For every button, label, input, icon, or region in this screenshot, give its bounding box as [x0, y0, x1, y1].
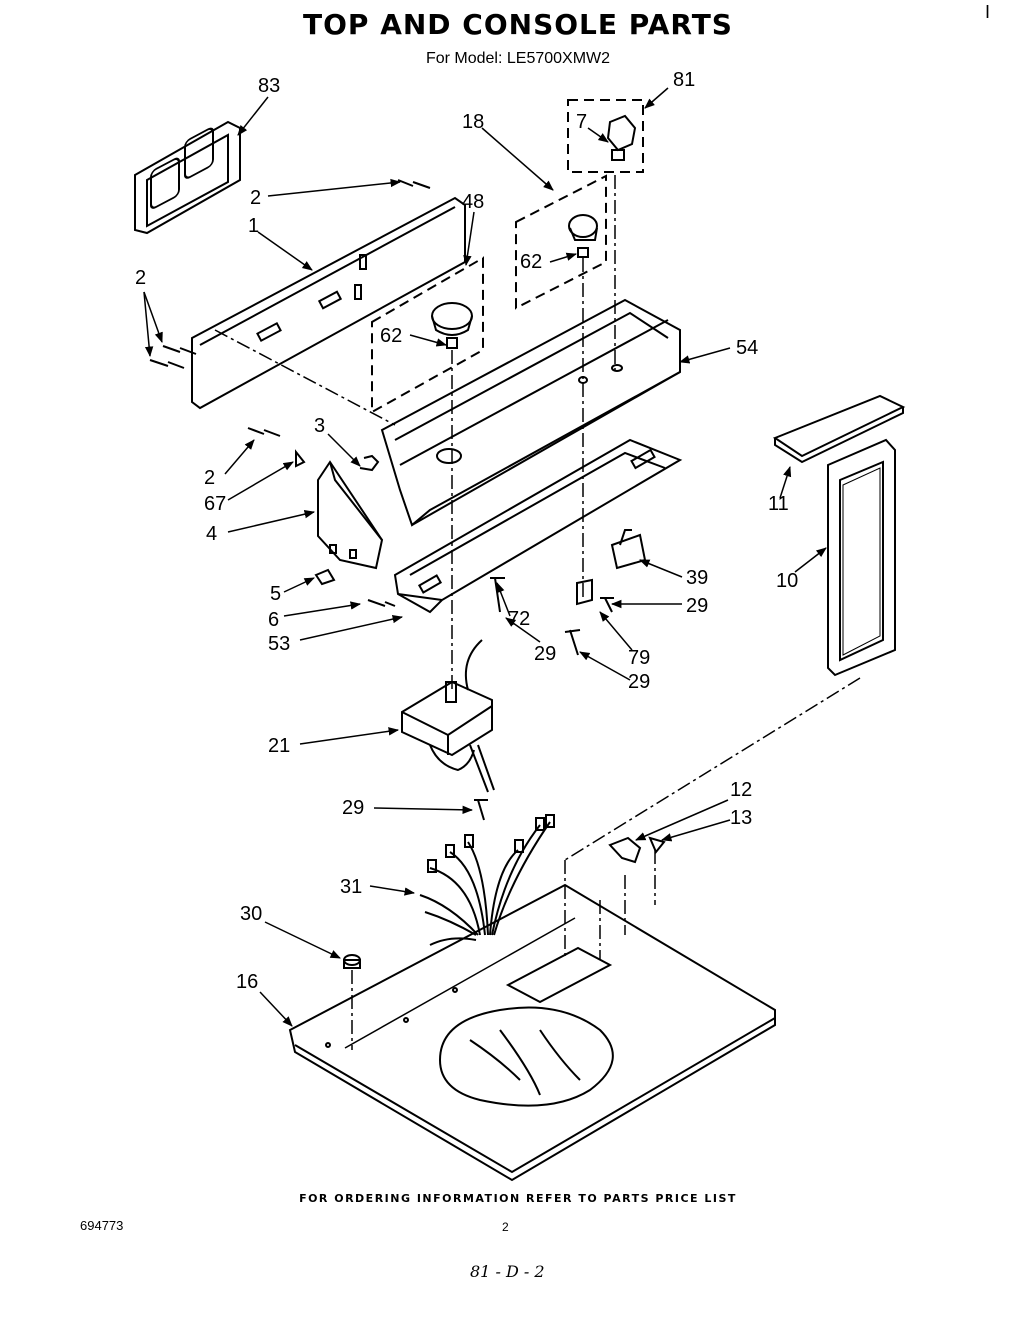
label-83: 83: [258, 75, 280, 97]
label-29-c: 29: [628, 671, 650, 693]
label-39: 39: [686, 567, 708, 589]
part-18-knob-group: [515, 174, 607, 310]
label-21: 21: [268, 735, 290, 757]
part-21-timer: [401, 639, 495, 793]
part-30-grommet: [343, 954, 361, 969]
label-5: 5: [270, 583, 281, 605]
part-1-console-panel: [191, 196, 466, 410]
handwritten-note: 81 - D - 2: [470, 1262, 545, 1281]
part-48-knob-group: [371, 256, 484, 414]
label-31: 31: [340, 876, 362, 898]
screws-and-clips: [149, 179, 614, 821]
model-subtitle: For Model: LE5700XMW2: [425, 50, 611, 67]
label-12: 12: [730, 779, 752, 801]
label-2-top: 2: [250, 187, 261, 209]
part-16-top-panel: [288, 883, 776, 1182]
label-72: 72: [508, 608, 530, 630]
label-54: 54: [736, 337, 758, 359]
label-10: 10: [776, 570, 798, 592]
label-67: 67: [204, 493, 226, 515]
label-2-left: 2: [135, 267, 146, 289]
label-48: 48: [462, 191, 484, 213]
label-30: 30: [240, 903, 262, 925]
part-54-console-channel: [380, 298, 681, 527]
label-18: 18: [462, 111, 484, 133]
label-79: 79: [628, 647, 650, 669]
page-title: TOP AND CONSOLE PARTS: [303, 8, 733, 41]
label-13: 13: [730, 807, 752, 829]
label-11: 11: [768, 493, 789, 515]
label-4: 4: [206, 523, 217, 545]
part-83-trim-bracket: [134, 120, 241, 235]
label-1: 1: [248, 215, 259, 237]
label-81: 81: [673, 69, 695, 91]
label-62-right: 62: [520, 251, 542, 273]
label-6: 6: [268, 609, 279, 631]
leader-lines: [143, 87, 827, 1027]
ordering-info-footer: FOR ORDERING INFORMATION REFER TO PARTS …: [299, 1192, 737, 1205]
label-3: 3: [314, 415, 325, 437]
part-10-lint-screen: [827, 438, 896, 677]
label-29-d: 29: [342, 797, 364, 819]
label-53: 53: [268, 633, 290, 655]
label-29-a: 29: [686, 595, 708, 617]
part-4-end-cap: [317, 460, 384, 570]
part-11-filter-cover: [772, 394, 906, 464]
alignment-lines: [214, 175, 861, 1050]
part-53-console-rail: [393, 438, 683, 614]
part-31-wire-harness: [419, 814, 555, 946]
label-16: 16: [236, 971, 258, 993]
corner-mark: I: [985, 2, 991, 22]
page-number: 2: [502, 1220, 509, 1234]
label-29-b: 29: [534, 643, 556, 665]
label-62-left: 62: [380, 325, 402, 347]
label-7: 7: [576, 111, 587, 133]
document-number: 694773: [80, 1218, 124, 1233]
part-number-labels: 83 81 7 18 2 48 1 62 2 62 54 3 2 67 11 4…: [135, 69, 798, 993]
part-39-switch: [610, 529, 647, 570]
part-12-13-clip: [608, 836, 666, 864]
label-2-mid: 2: [204, 467, 215, 489]
